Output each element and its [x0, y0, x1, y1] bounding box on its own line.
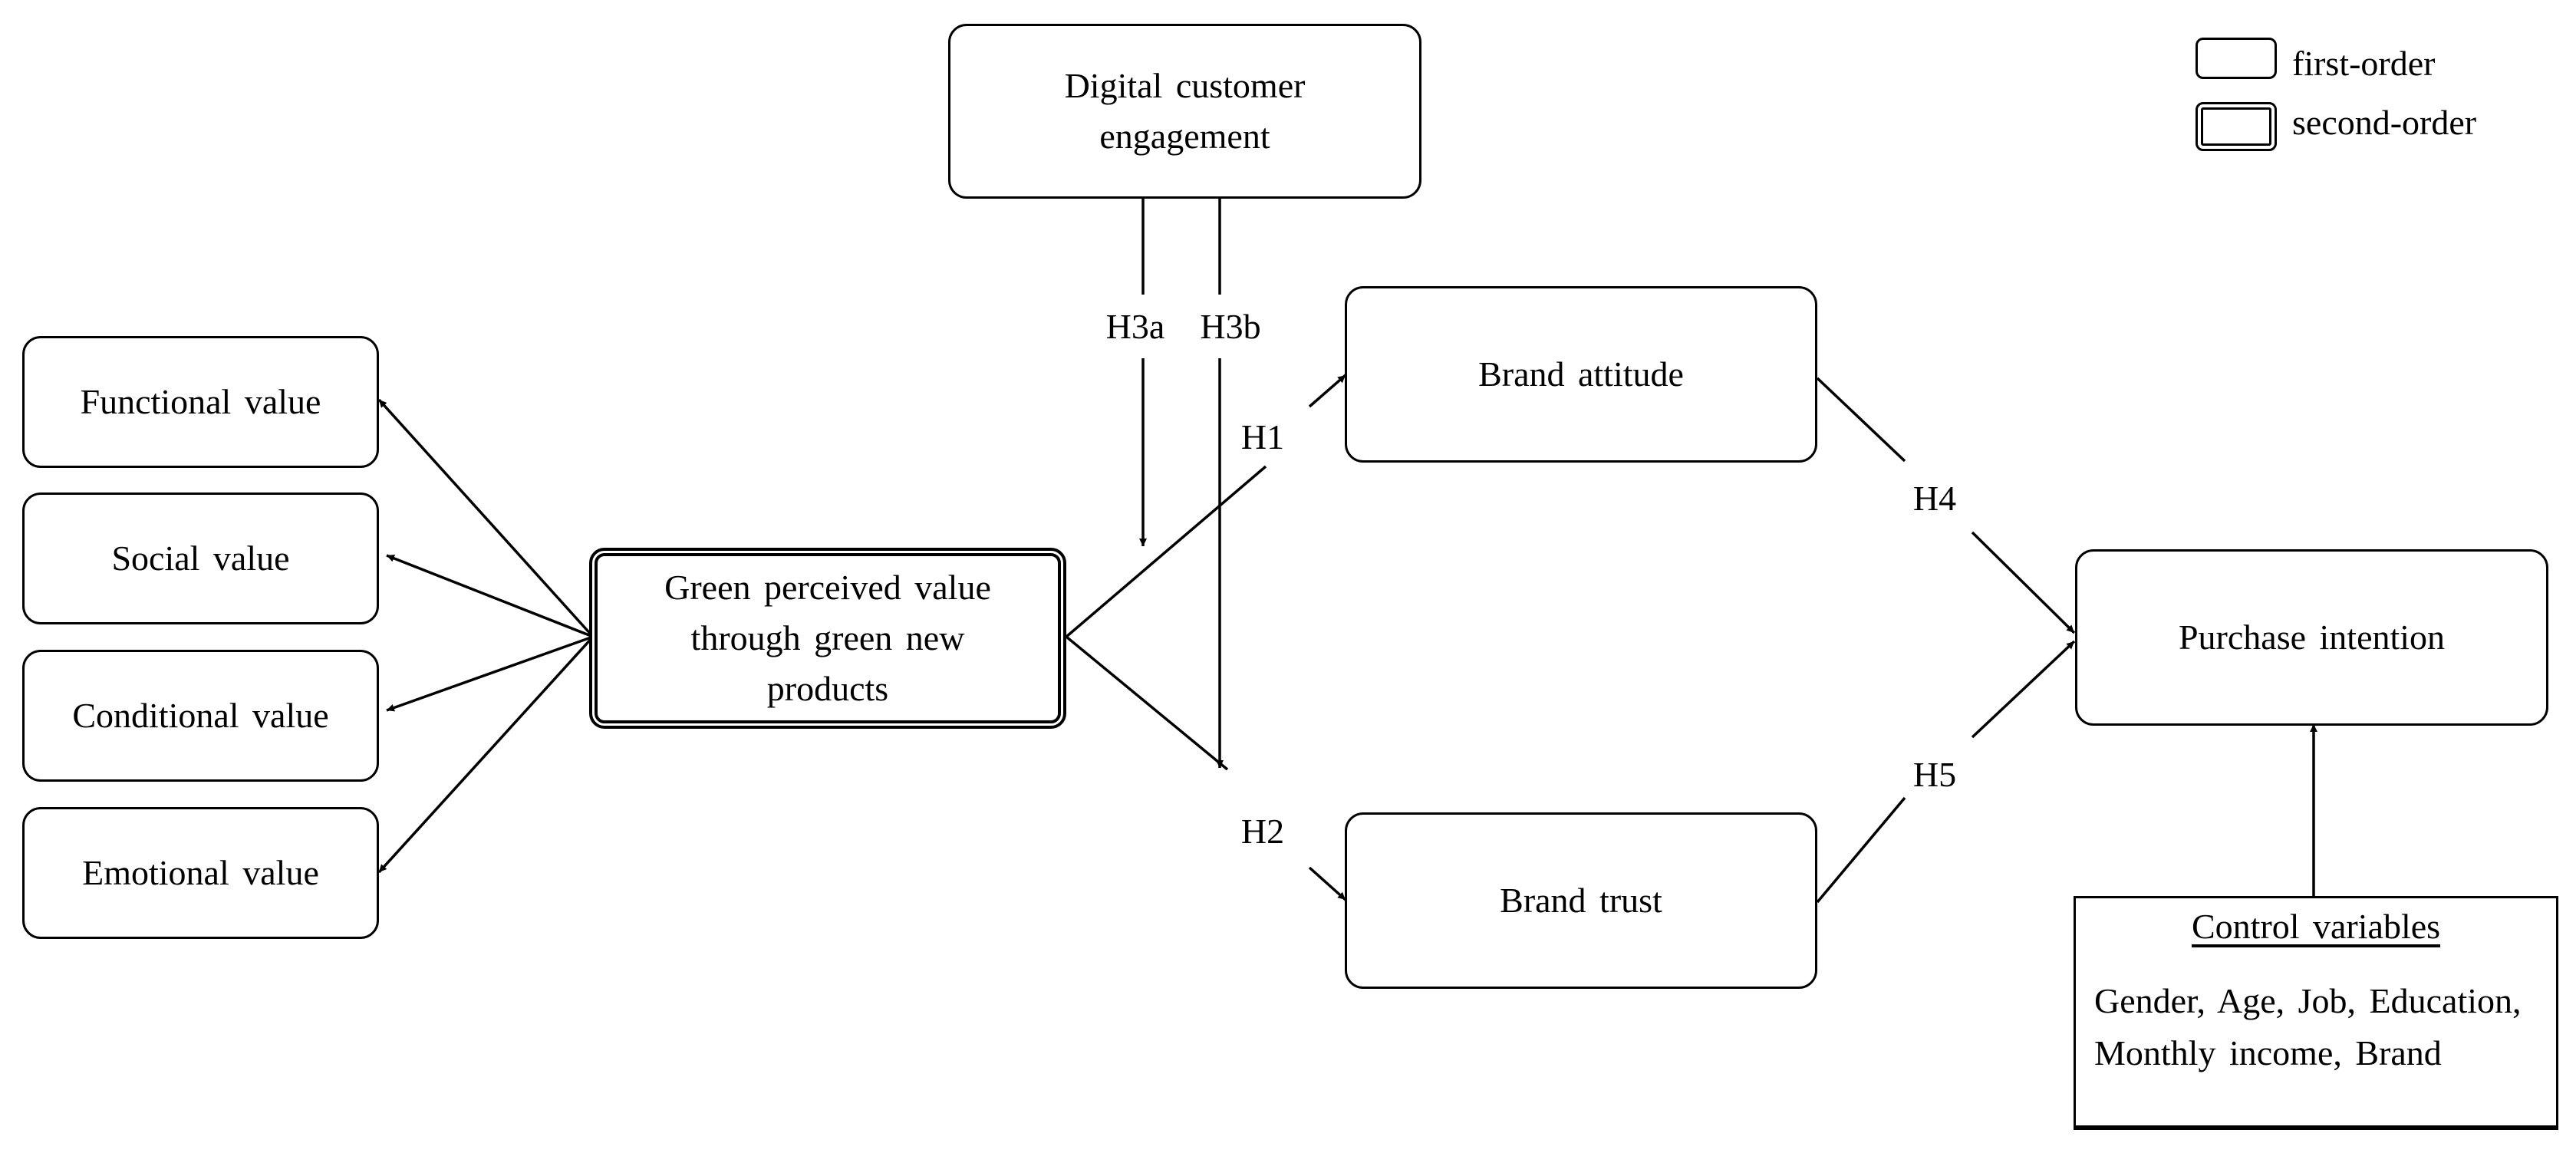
control-variables-list: Gender, Age, Job, Education, Monthly inc… [2094, 981, 2522, 1072]
legend-second-order-label: second-order [2292, 103, 2477, 142]
label-h3b: H3b [1195, 308, 1266, 346]
node-green-perceived-value: Green perceived value through green new … [589, 548, 1066, 729]
label-h4: H4 [1908, 479, 1962, 518]
node-emotional-value: Emotional value [22, 807, 379, 939]
node-social-value: Social value [22, 492, 379, 624]
arrow-to-emotional-value [377, 635, 595, 874]
path-h1-lower [1065, 465, 1267, 638]
path-h2-lower [1065, 635, 1229, 771]
node-conditional-value: Conditional value [22, 650, 379, 782]
label-h1: H1 [1236, 418, 1290, 456]
node-digital-customer-engagement: Digital customer engagement [948, 24, 1421, 199]
label-h3a: H3a [1101, 308, 1170, 346]
control-variables-title: Control variables [2191, 907, 2441, 946]
label-h5: H5 [1908, 756, 1962, 794]
arrow-h1-head [1308, 374, 1347, 408]
arrow-to-functional-value [377, 398, 595, 638]
arrow-to-conditional-value [386, 635, 594, 712]
arrow-h4 [1971, 531, 2076, 634]
path-h4-top [1816, 377, 1906, 463]
arrow-h5 [1971, 640, 2076, 739]
label-h2: H2 [1236, 812, 1290, 851]
legend-first-order-label: first-order [2292, 44, 2436, 83]
legend-second-order-swatch [2196, 102, 2277, 151]
legend-first-order-swatch [2196, 38, 2277, 79]
control-variables-box: Control variables Gender, Age, Job, Educ… [2074, 896, 2558, 1130]
arrow-to-social-value [386, 554, 594, 638]
arrow-h2-head [1308, 866, 1347, 901]
node-purchase-intention: Purchase intention [2075, 549, 2548, 726]
node-brand-trust: Brand trust [1345, 812, 1817, 989]
node-brand-attitude: Brand attitude [1345, 286, 1817, 463]
path-h5-bottom [1816, 796, 1906, 904]
node-functional-value: Functional value [22, 336, 379, 468]
